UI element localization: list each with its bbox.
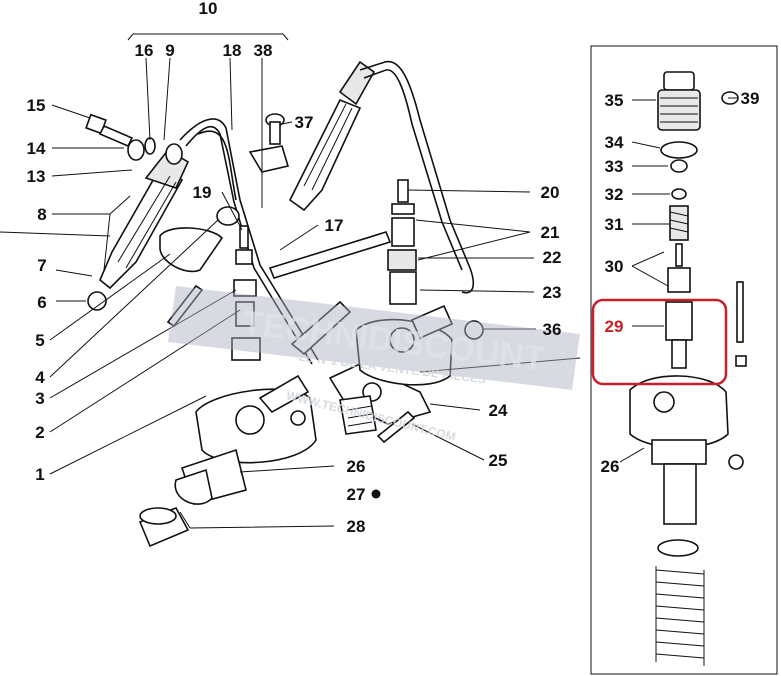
banjo-bolt xyxy=(85,113,183,165)
label-29: 29 xyxy=(605,317,624,336)
label-17: 17 xyxy=(325,216,344,235)
label-21: 21 xyxy=(541,223,560,242)
label-30: 30 xyxy=(605,257,624,276)
label-32: 32 xyxy=(605,185,624,204)
label-5: 5 xyxy=(35,331,44,350)
label-18: 18 xyxy=(223,41,242,60)
fitting-38 xyxy=(248,113,290,173)
label-16: 16 xyxy=(135,41,154,60)
label-23: 23 xyxy=(543,283,562,302)
label-4: 4 xyxy=(35,368,45,387)
detail-parts xyxy=(629,71,747,666)
callout-numbers: 10 16 9 18 38 37 15 14 13 8 7 6 5 4 3 2 … xyxy=(27,0,760,536)
label-2: 2 xyxy=(35,423,44,442)
label-25: 25 xyxy=(489,451,508,470)
label-38: 38 xyxy=(254,41,273,60)
label-15: 15 xyxy=(27,96,46,115)
label-8: 8 xyxy=(37,205,46,224)
label-37: 37 xyxy=(295,113,314,132)
highlight-box-29 xyxy=(591,298,728,386)
label-20: 20 xyxy=(541,183,560,202)
label-34: 34 xyxy=(605,133,624,152)
label-27-dot xyxy=(371,489,381,499)
label-13: 13 xyxy=(27,167,46,186)
pump-body-center xyxy=(328,304,454,435)
label-35: 35 xyxy=(605,91,624,110)
label-14: 14 xyxy=(27,139,46,158)
leader-lines xyxy=(0,57,738,529)
label-36: 36 xyxy=(543,320,562,339)
label-9: 9 xyxy=(165,41,174,60)
valve-stack-center xyxy=(387,179,484,340)
label-28: 28 xyxy=(347,517,366,536)
label-6: 6 xyxy=(37,293,46,312)
detail-panel-frame xyxy=(590,45,778,675)
label-10: 10 xyxy=(199,0,218,18)
pin-25 xyxy=(376,410,416,444)
bracket-10 xyxy=(127,33,289,41)
label-3: 3 xyxy=(35,389,44,408)
label-22: 22 xyxy=(543,248,562,267)
label-26: 26 xyxy=(347,457,366,476)
label-27: 27 xyxy=(347,485,366,504)
injector-top xyxy=(288,60,475,294)
pipe-17 xyxy=(159,206,392,361)
label-26-detail: 26 xyxy=(601,457,620,476)
label-24: 24 xyxy=(489,401,508,420)
pump-body-left xyxy=(138,374,317,548)
label-1: 1 xyxy=(35,465,44,484)
label-7: 7 xyxy=(37,256,46,275)
label-19: 19 xyxy=(193,183,212,202)
label-31: 31 xyxy=(605,215,624,234)
label-33: 33 xyxy=(605,157,624,176)
label-39: 39 xyxy=(741,89,760,108)
